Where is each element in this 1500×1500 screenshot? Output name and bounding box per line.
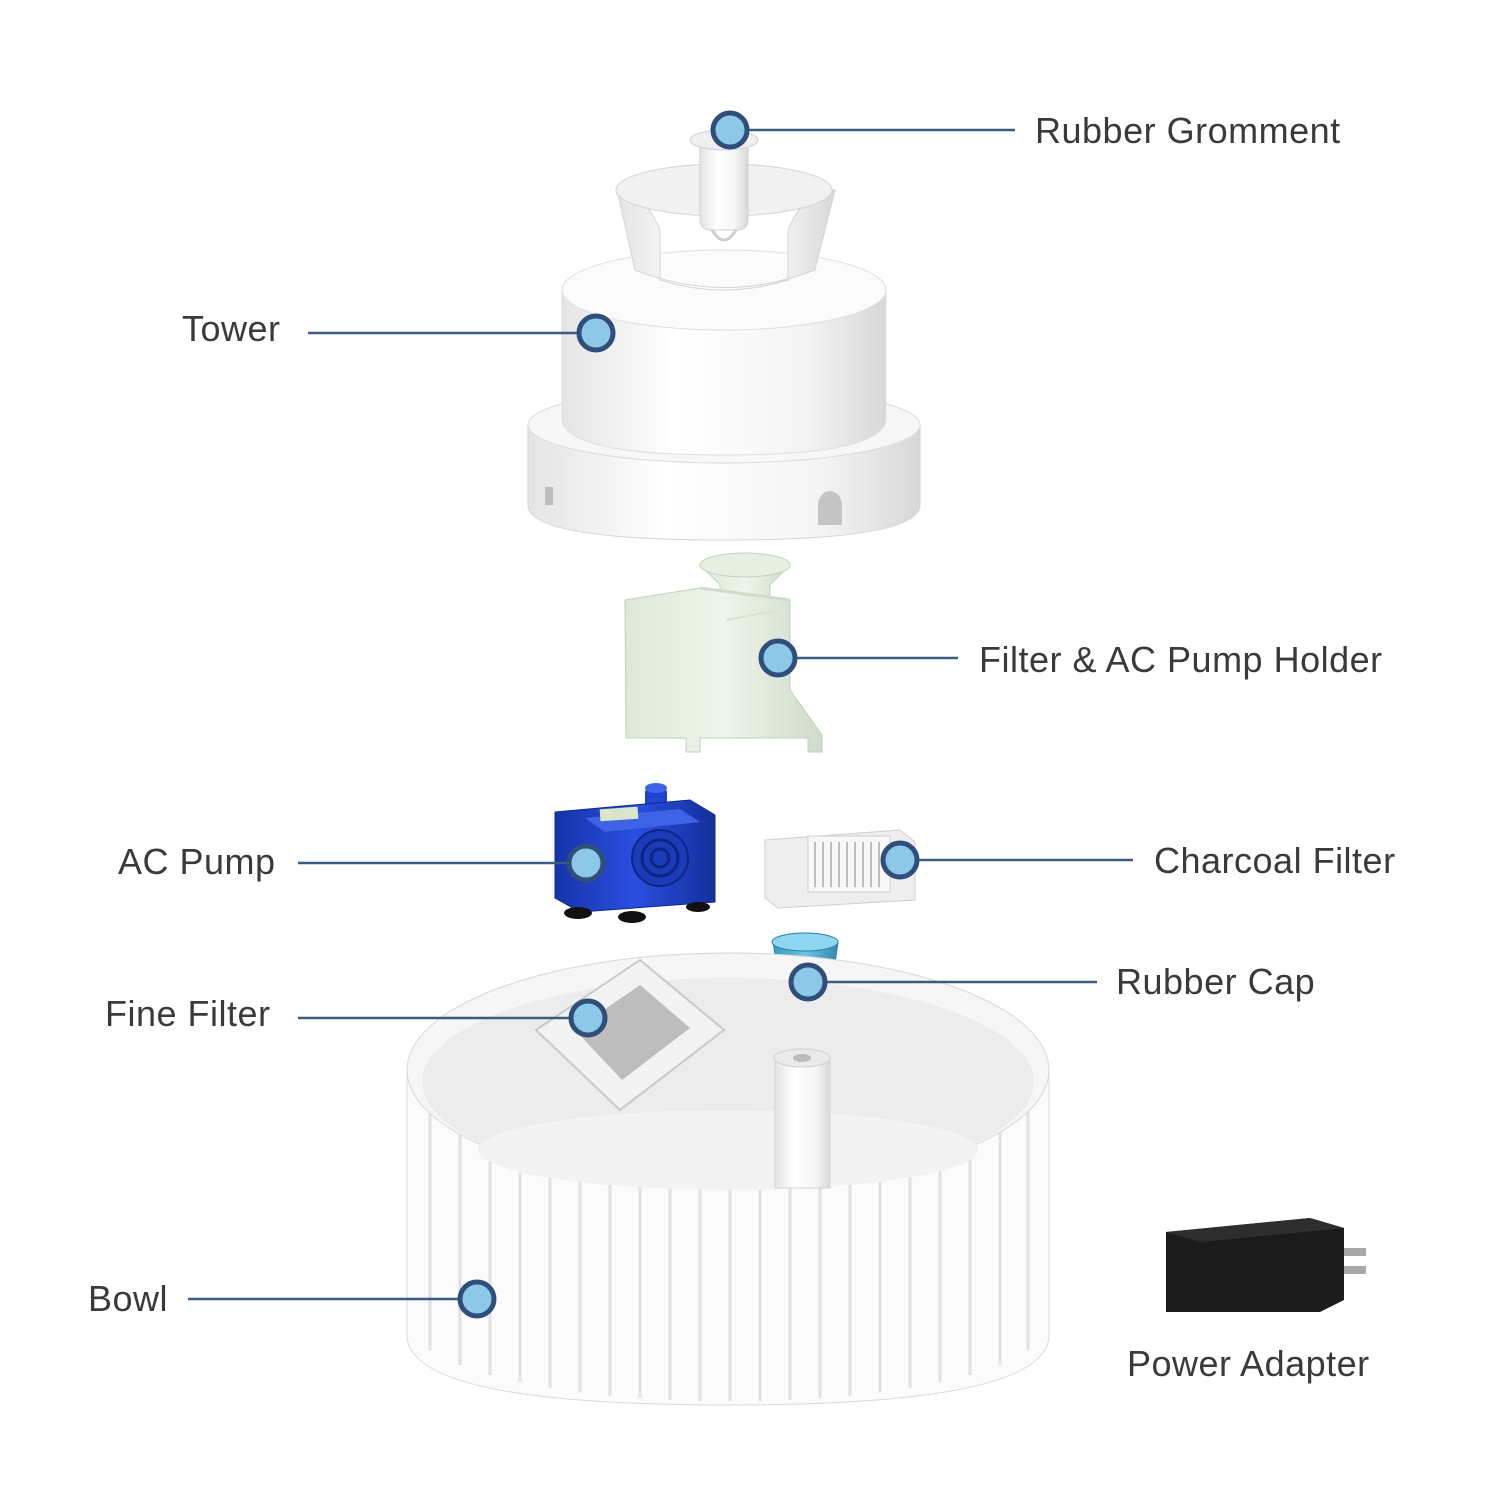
- callout-dot-fine-filter: [568, 998, 608, 1038]
- callout-dot-bowl: [457, 1279, 497, 1319]
- label-tower: Tower: [182, 308, 281, 349]
- callout-dot-rubber-cap: [788, 962, 828, 1002]
- callout-dot-ac-pump: [566, 843, 606, 883]
- callout-dot-charcoal-filter: [880, 840, 920, 880]
- label-power-adapter: Power Adapter: [1127, 1343, 1370, 1384]
- callout-lines: [188, 128, 1133, 1301]
- label-bowl: Bowl: [88, 1278, 169, 1319]
- callout-dot-rubber-gromment: [710, 110, 750, 150]
- label-fine-filter: Fine Filter: [105, 993, 271, 1034]
- ac-pump-part: [554, 783, 716, 923]
- power-adapter-part: [1166, 1218, 1366, 1312]
- label-rubber-gromment: Rubber Gromment: [1035, 110, 1341, 151]
- label-holder: Filter & AC Pump Holder: [979, 639, 1383, 680]
- callout-dots: [457, 110, 920, 1319]
- holder-part: [624, 552, 823, 753]
- callout-dot-tower: [576, 313, 616, 353]
- callout-dot-holder: [758, 638, 798, 678]
- bowl-part: [406, 952, 1050, 1406]
- label-ac-pump: AC Pump: [118, 841, 276, 882]
- label-rubber-cap: Rubber Cap: [1116, 961, 1316, 1002]
- fine-filter-part: [534, 958, 726, 1112]
- charcoal-filter-part: [764, 829, 916, 909]
- label-charcoal-filter: Charcoal Filter: [1154, 840, 1396, 881]
